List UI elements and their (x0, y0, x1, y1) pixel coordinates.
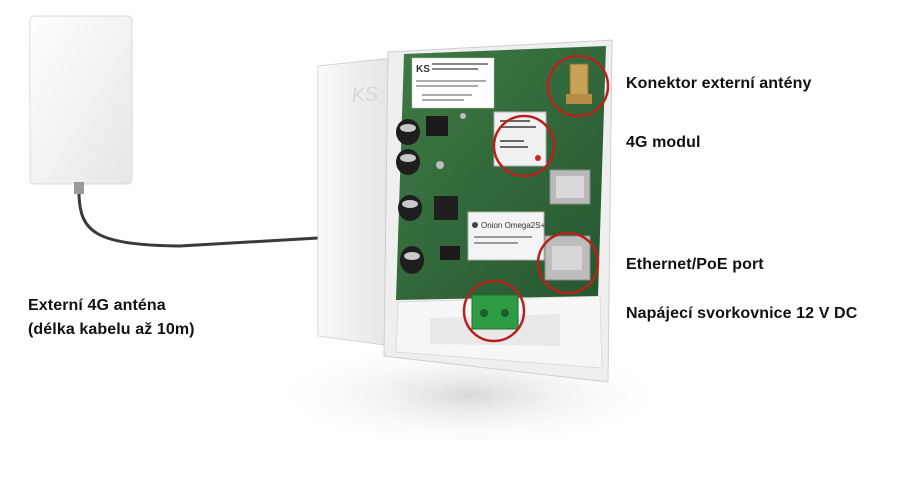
highlight-ethernet (536, 231, 600, 295)
external-antenna (29, 15, 133, 194)
label-external-antenna-title: Externí 4G anténa (28, 297, 166, 314)
inductor (434, 196, 458, 220)
module-label: Onion Omega2S+ (481, 221, 546, 230)
case-logo: KS (351, 83, 380, 107)
label-external-antenna-connector: Konektor externí antény (626, 75, 812, 92)
antenna-connector (566, 63, 592, 104)
ic-chip (426, 116, 448, 136)
lte-module (493, 111, 547, 167)
capacitors (396, 119, 424, 274)
label-ethernet-poe-port: Ethernet/PoE port (626, 256, 764, 273)
device-lid: KS (317, 57, 393, 347)
power-terminal (471, 294, 519, 330)
pcb-board: KS (396, 46, 606, 330)
label-external-antenna-cable: (délka kabelu až 10m) (28, 321, 195, 338)
label-power-terminal: Napájecí svorkovnice 12 V DC (626, 305, 858, 322)
highlight-circles (462, 54, 610, 343)
label-4g-module: 4G modul (626, 134, 701, 151)
omega-module: Onion Omega2S+ (467, 211, 546, 261)
ethernet-jack (544, 235, 591, 281)
board-brand-logo: KS (416, 64, 430, 75)
antenna-cable (77, 193, 319, 248)
highlight-4g-module (492, 114, 556, 178)
highlight-antenna-connector (546, 54, 610, 118)
highlight-power-terminal (462, 279, 526, 343)
